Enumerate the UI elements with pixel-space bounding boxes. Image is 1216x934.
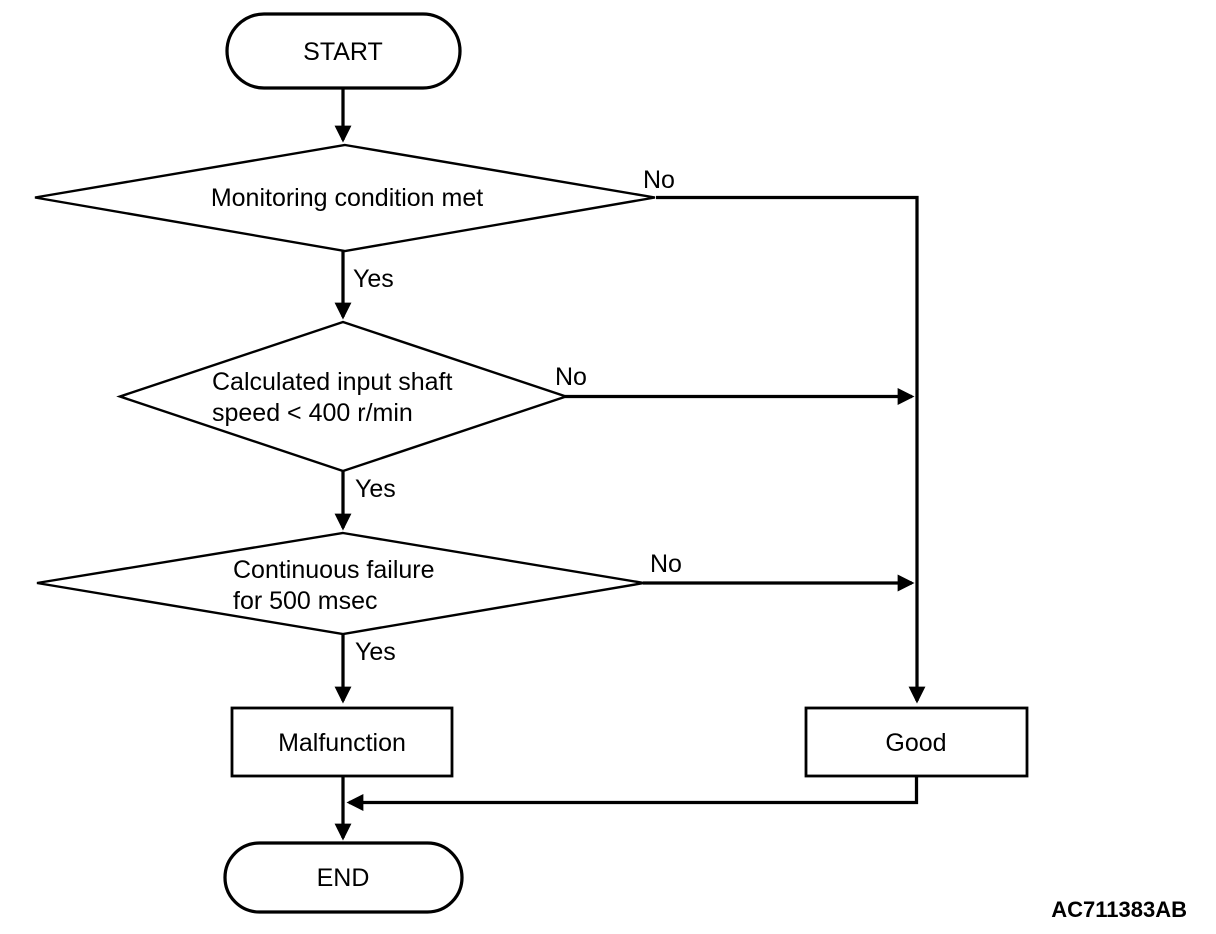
end-label: END	[317, 864, 370, 892]
decision2-label-line1: Calculated input shaft	[212, 368, 452, 396]
edge-label-decision3-yes: Yes	[355, 638, 396, 666]
arrow-decision1-no-rail	[656, 195, 926, 704]
good-label: Good	[885, 729, 946, 757]
good-box	[804, 706, 1029, 778]
decision2-label-line2: speed < 400 r/min	[212, 399, 413, 427]
decision3-label-line2: for 500 msec	[233, 587, 378, 615]
edge-label-decision1-yes: Yes	[353, 265, 394, 293]
decision3-label-line1: Continuous failure	[233, 556, 435, 584]
decision1-diamond	[34, 143, 656, 253]
start-label: START	[303, 38, 383, 66]
malfunction-label: Malfunction	[278, 729, 406, 757]
edge-label-decision1-no: No	[643, 166, 675, 194]
decision1-label: Monitoring condition met	[211, 184, 483, 212]
arrow-good-to-merge	[346, 776, 919, 811]
edge-label-decision2-yes: Yes	[355, 475, 396, 503]
decision3-diamond	[36, 531, 645, 636]
end-terminator	[223, 841, 464, 914]
edge-label-decision3-no: No	[650, 550, 682, 578]
edge-label-decision2-no: No	[555, 363, 587, 391]
figure-code-label: AC711383AB	[1051, 897, 1187, 922]
start-terminator	[225, 12, 462, 90]
decision2-diamond	[116, 320, 570, 473]
malfunction-box	[230, 706, 454, 778]
